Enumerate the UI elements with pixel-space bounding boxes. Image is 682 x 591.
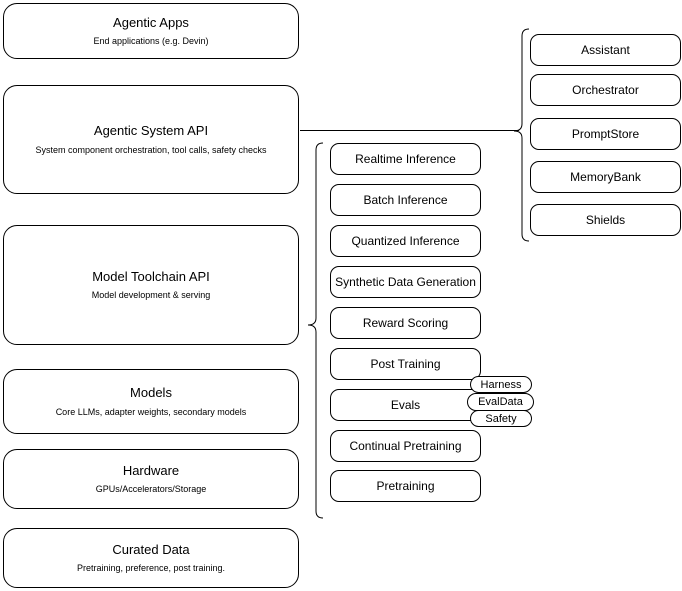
evals-badge-label: Safety (485, 412, 517, 425)
capability-box-quantized-inference[interactable]: Quantized Inference (330, 225, 481, 257)
component-label: MemoryBank (570, 169, 641, 184)
capability-box-post-training[interactable]: Post Training (330, 348, 481, 380)
capability-label: Batch Inference (363, 192, 448, 207)
layer-subtitle: Core LLMs, adapter weights, secondary mo… (55, 406, 247, 417)
component-box-promptstore[interactable]: PromptStore (530, 118, 681, 150)
component-label: PromptStore (571, 126, 640, 141)
layer-subtitle: End applications (e.g. Devin) (93, 36, 209, 46)
component-label: Assistant (581, 42, 630, 57)
capability-label: Reward Scoring (362, 315, 449, 330)
capability-label: Quantized Inference (351, 233, 460, 248)
capability-box-reward-scoring[interactable]: Reward Scoring (330, 307, 481, 339)
layer-box-agentic-system-api[interactable]: Agentic System API System component orch… (3, 85, 299, 194)
component-box-assistant[interactable]: Assistant (530, 34, 681, 66)
layer-title: Curated Data (112, 541, 190, 557)
layer-box-agentic-apps[interactable]: Agentic Apps End applications (e.g. Devi… (3, 3, 299, 59)
component-label: Shields (585, 212, 626, 227)
evals-badge-harness[interactable]: Harness (470, 376, 532, 393)
component-box-shields[interactable]: Shields (530, 204, 681, 236)
evals-badge-evaldata[interactable]: EvalData (467, 393, 534, 411)
capability-box-realtime-inference[interactable]: Realtime Inference (330, 143, 481, 175)
capability-box-evals[interactable]: Evals (330, 389, 481, 421)
layer-title: Agentic System API (93, 123, 209, 139)
layer-title: Hardware (122, 462, 180, 478)
capability-label: Realtime Inference (355, 151, 456, 166)
layer-box-model-toolchain-api[interactable]: Model Toolchain API Model development & … (3, 225, 299, 345)
layer-box-models[interactable]: Models Core LLMs, adapter weights, secon… (3, 369, 299, 434)
capability-label: Pretraining (376, 478, 435, 493)
layer-title: Model Toolchain API (92, 268, 210, 284)
capability-box-continual-pretraining[interactable]: Continual Pretraining (330, 430, 481, 462)
capability-box-batch-inference[interactable]: Batch Inference (330, 184, 481, 216)
layer-title: Models (130, 385, 172, 401)
capability-box-pretraining[interactable]: Pretraining (330, 470, 481, 502)
evals-badge-label: Harness (480, 378, 522, 391)
layer-subtitle: Pretraining, preference, post training. (76, 563, 226, 573)
layer-subtitle: Model development & serving (91, 290, 211, 300)
capability-label: Evals (390, 397, 421, 412)
layer-title: Agentic Apps (113, 14, 189, 30)
connector-line-agentic-system-api (300, 130, 519, 131)
capability-label: Post Training (370, 356, 441, 371)
layer-subtitle: GPUs/Accelerators/Storage (95, 484, 207, 494)
layer-box-hardware[interactable]: Hardware GPUs/Accelerators/Storage (3, 449, 299, 509)
evals-badge-label: EvalData (478, 396, 523, 408)
capability-box-synthetic-data-generation[interactable]: Synthetic Data Generation (330, 266, 481, 298)
layer-box-curated-data[interactable]: Curated Data Pretraining, preference, po… (3, 528, 299, 588)
component-box-orchestrator[interactable]: Orchestrator (530, 74, 681, 106)
component-label: Orchestrator (572, 82, 639, 97)
capability-label: Synthetic Data Generation (335, 274, 476, 289)
layer-subtitle: System component orchestration, tool cal… (35, 144, 267, 155)
brace-model-toolchain-capabilities (304, 138, 326, 523)
capability-label: Continual Pretraining (349, 438, 462, 453)
evals-badge-safety[interactable]: Safety (470, 410, 532, 427)
component-box-memorybank[interactable]: MemoryBank (530, 161, 681, 193)
